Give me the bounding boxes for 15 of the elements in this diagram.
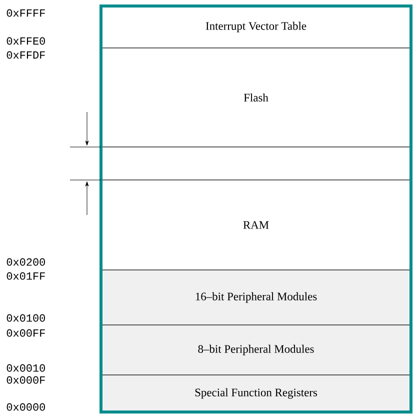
address-label: 0x0100 — [6, 314, 45, 322]
address-label: 0x0010 — [6, 364, 45, 372]
address-label: 0xFFDF — [6, 51, 45, 59]
address-label: 0xFFE0 — [6, 37, 45, 45]
address-label: 0x000F — [6, 376, 45, 384]
memory-region: Special Function Registers — [100, 374, 412, 412]
memory-region: 8–bit Peripheral Modules — [100, 324, 412, 376]
empty-region — [100, 146, 412, 180]
address-label: 0xFFFF — [6, 9, 45, 17]
address-label: 0x0200 — [6, 258, 45, 266]
address-label: 0x00FF — [6, 329, 45, 337]
address-label: 0x01FF — [6, 272, 45, 280]
memory-region: 16–bit Peripheral Modules — [100, 270, 412, 326]
memory-region: Interrupt Vector Table — [100, 6, 412, 48]
address-label: 0x0000 — [6, 403, 45, 411]
